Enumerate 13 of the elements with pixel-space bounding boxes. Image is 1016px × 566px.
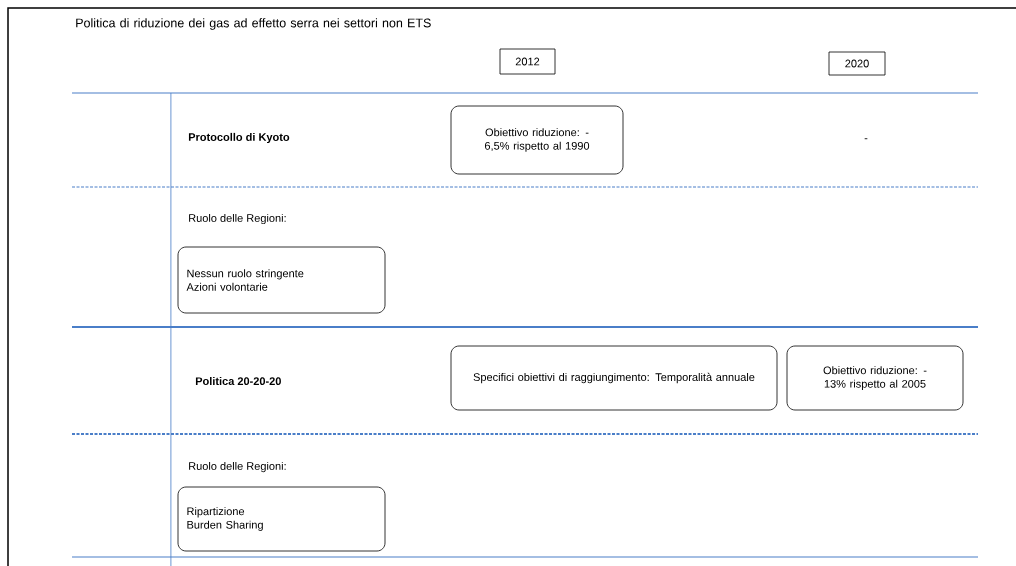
- year-box: 2020: [828, 51, 886, 76]
- year-box: 2012: [499, 48, 556, 75]
- title: Politica di riduzione dei gas ad effetto serra nei settori non ETS: [76, 18, 431, 30]
- text-box: Obiettivo riduzione: - 13% rispetto al 2005: [786, 345, 964, 411]
- label: Ruolo delle Regioni:: [189, 213, 286, 225]
- label: Ruolo delle Regioni:: [189, 461, 286, 473]
- label: Politica 20-20-20: [195, 376, 281, 386]
- text-box: Specifici obiettivi di raggiungimento: Temporalità annuale: [450, 345, 778, 411]
- label: Protocollo di Kyoto: [188, 132, 290, 144]
- text-box: Obiettivo riduzione: - 6,5% rispetto al 1990: [450, 105, 624, 175]
- text-box: Ripartizione Burden Sharing: [177, 486, 386, 552]
- text-box: Nessun ruolo stringente Azioni volontarie: [177, 246, 386, 314]
- label: -: [864, 138, 868, 140]
